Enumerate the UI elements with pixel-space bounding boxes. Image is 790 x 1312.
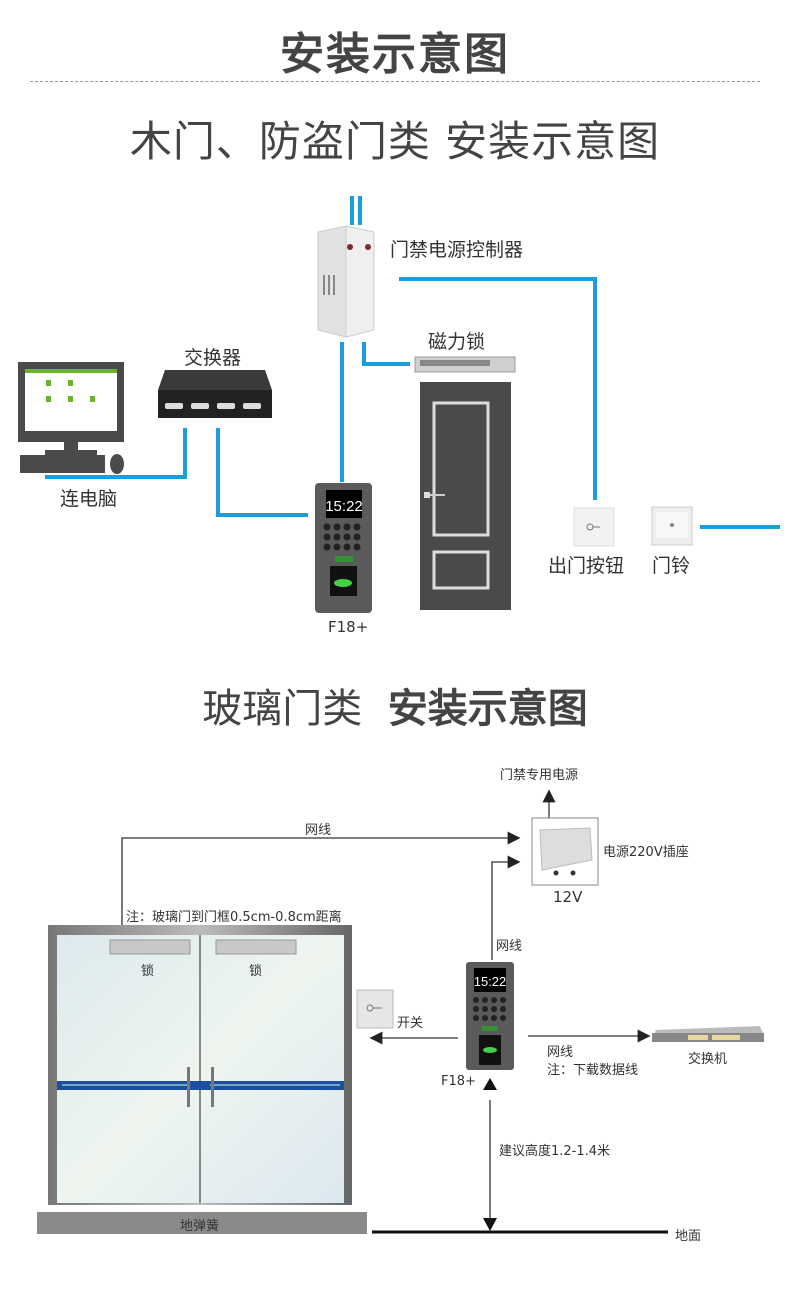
computer-label: 连电脑 [60,488,118,510]
ground-label: 地面 [675,1229,702,1244]
device-screen-time: 15:22 [325,498,363,515]
height-label: 建议高度1.2-1.4米 [499,1144,611,1159]
maglock-label: 磁力锁 [428,331,486,353]
network-right-label: 网线 [547,1045,574,1060]
maglock-icon [414,356,516,373]
doorbell-icon [651,506,693,546]
device-glass-model-label: F18+ [441,1074,476,1089]
switch-button-label: 开关 [397,1016,424,1031]
device-model-label: F18+ [328,618,369,636]
glass-door-section-title: 玻璃门类 安装示意图 [0,676,790,734]
glass-title-bold: 安装示意图 [387,686,588,732]
power-supply-icon [531,817,599,886]
glass-gap-note: 注：玻璃门到门框0.5cm-0.8cm距离 [126,910,342,925]
exit-button-label: 出门按钮 [548,555,625,577]
floor-spring-bar [37,1212,367,1234]
dedicated-power-label: 门禁专用电源 [500,768,579,783]
device-glass-screen-time: 15:22 [474,974,507,989]
network-switch-icon [158,370,272,418]
exit-button-icon [573,507,615,547]
computer-icon [18,362,124,474]
height-arrow-down [483,1218,497,1231]
network-line-device-power [491,855,521,960]
floor-spring-label: 地弹簧 [180,1219,220,1234]
rack-switch-icon [652,1026,764,1042]
lock-left-label: 锁 [141,964,155,979]
voltage-label: 12V [553,888,583,906]
glass-door-icon [48,925,352,1205]
wood-door-diagram: 15:22 [18,196,780,613]
power-socket-label: 电源220V插座 [603,845,689,860]
title-divider [30,81,760,82]
network-vertical-label: 网线 [496,939,523,954]
f18-device-glass-icon: 15:22 [466,962,514,1070]
wires [45,196,780,529]
wire-switch-computer [45,428,187,479]
f18-device-icon: 15:22 [315,483,372,613]
network-top-label: 网线 [305,823,332,838]
wooden-door-icon [420,382,511,610]
glass-title-light: 玻璃门类 [202,686,363,732]
wire-switch-device [216,428,308,517]
lock-right-label: 锁 [249,964,263,979]
network-line-top [121,831,521,925]
network-switch-label: 交换机 [688,1052,728,1067]
height-arrow-up [483,1078,497,1090]
wire-controller-exit-button [399,277,597,500]
controller-label: 门禁电源控制器 [390,239,524,261]
power-controller-icon [317,225,375,338]
wood-door-section-title: 木门、防盗门类 安装示意图 [129,117,661,166]
page-title: 安装示意图 [280,29,510,80]
download-cable-note: 注：下载数据线 [547,1063,639,1078]
wire-controller-maglock [362,342,410,366]
doorbell-label: 门铃 [652,555,691,577]
exit-switch-icon [356,989,394,1029]
switch-label: 交换器 [184,347,242,369]
